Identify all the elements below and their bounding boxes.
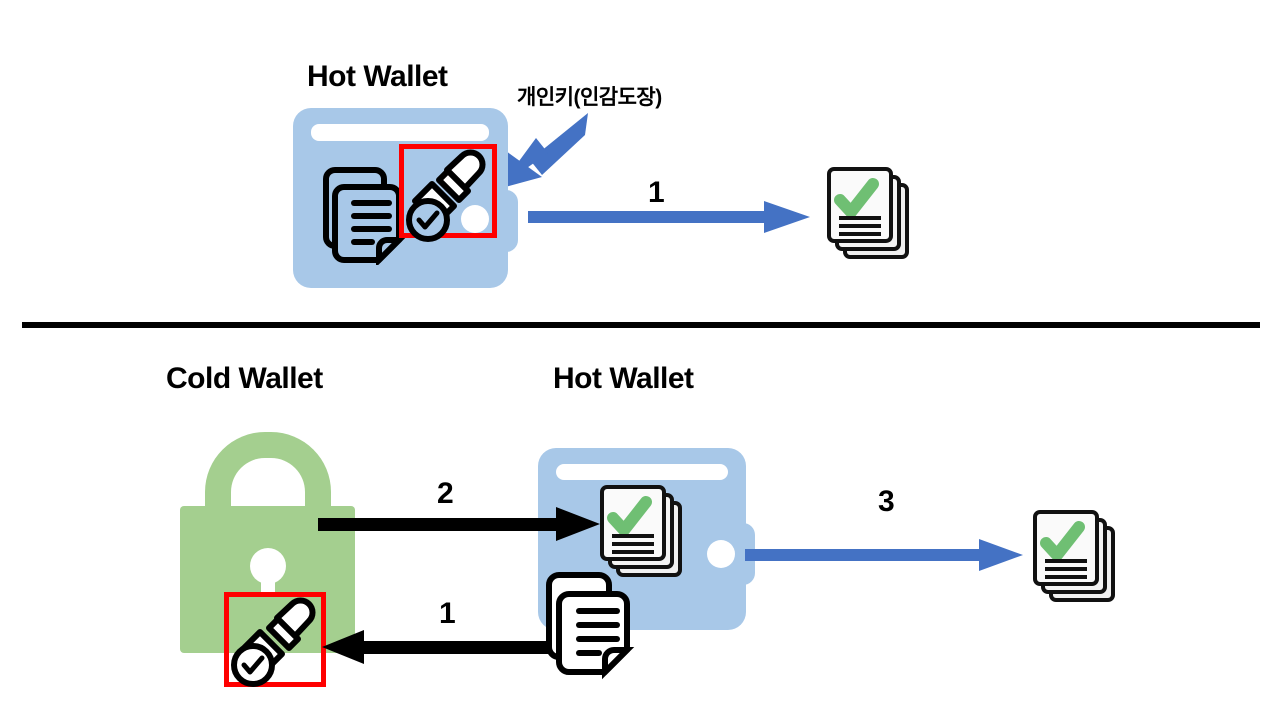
blue-right-arrow-icon bbox=[745, 538, 1023, 572]
bottom-wallet-signed-document-stack-icon bbox=[600, 483, 686, 578]
top-wallet-knob bbox=[461, 205, 489, 233]
top-blue-right-arrow-icon bbox=[528, 200, 810, 234]
top-wallet-document-stack-icon bbox=[322, 165, 417, 265]
step-2-number: 2 bbox=[437, 477, 454, 510]
step-3-number: 3 bbox=[878, 485, 895, 518]
top-step-1-number: 1 bbox=[648, 176, 665, 209]
padlock-shackle bbox=[205, 432, 331, 514]
cold-check-circle-icon bbox=[229, 641, 277, 689]
cold-wallet-title: Cold Wallet bbox=[166, 362, 323, 395]
step-1-number: 1 bbox=[439, 597, 456, 630]
bottom-hot-wallet-title: Hot Wallet bbox=[553, 362, 694, 395]
bottom-unsigned-document-stack-icon bbox=[545, 570, 645, 682]
top-signed-document-stack-icon bbox=[827, 165, 913, 260]
top-private-key-highlight-box bbox=[399, 144, 497, 238]
private-key-label: 개인키(인감도장) bbox=[517, 86, 662, 109]
black-left-arrow-icon bbox=[322, 628, 598, 666]
bottom-wallet-knob bbox=[707, 540, 735, 568]
black-right-arrow-icon bbox=[318, 505, 600, 543]
bottom-wallet-slot bbox=[556, 464, 728, 480]
top-check-circle-icon bbox=[404, 196, 452, 244]
cold-private-key-highlight-box bbox=[224, 592, 326, 687]
bottom-signed-document-stack-icon bbox=[1033, 508, 1119, 603]
section-divider bbox=[22, 322, 1260, 328]
top-hot-wallet-title: Hot Wallet bbox=[307, 60, 448, 93]
blue-diagonal-arrow-icon bbox=[470, 105, 590, 200]
top-wallet-slot bbox=[311, 124, 489, 141]
